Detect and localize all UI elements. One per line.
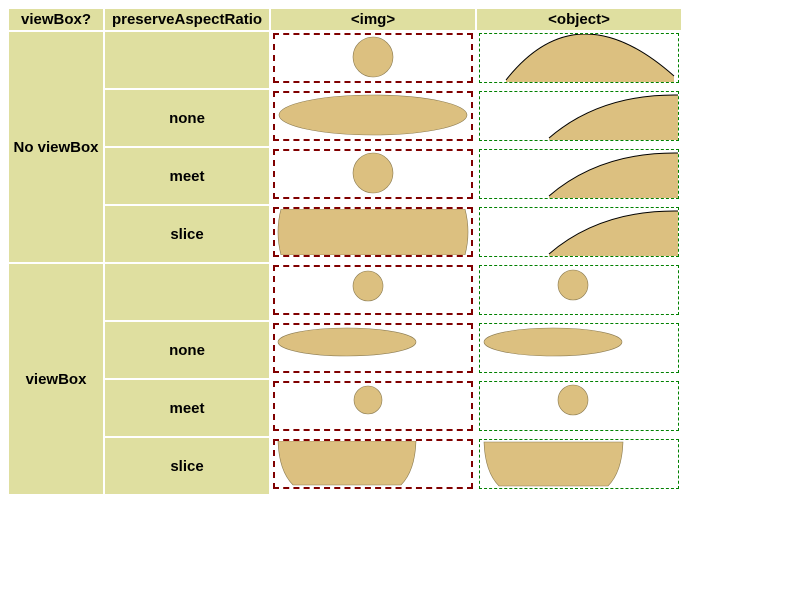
object-cell [477,204,681,262]
shape-circle [557,269,589,301]
img-frame [273,265,473,315]
shape-arc-outline [548,94,678,139]
img-render [277,327,417,357]
shape-sliced-ellipse [483,441,624,487]
shape-arc-outline [548,152,678,197]
img-cell [271,88,475,146]
shape-arc [549,152,678,198]
object-render [483,327,623,357]
img-frame [273,207,473,257]
shape-circle [352,152,394,194]
object-frame [479,323,679,373]
img-render [352,36,394,78]
shape-arc [549,210,678,256]
shape-circle [352,36,394,78]
object-frame [479,149,679,199]
img-frame [273,381,473,431]
img-render [277,441,417,486]
header-img: <img> [271,9,475,30]
par-label-meet: meet [105,146,269,204]
object-frame [479,33,679,83]
object-render [557,269,589,301]
object-render [505,34,675,82]
header-viewbox: viewBox? [9,9,103,30]
img-cell [271,262,475,320]
object-render [548,210,678,256]
object-frame [479,381,679,431]
shape-arc [506,34,674,82]
object-frame [479,439,679,489]
shape-arc-outline [548,210,678,255]
img-frame [273,149,473,199]
par-label-default [105,30,269,88]
img-cell [271,30,475,88]
img-frame [273,439,473,489]
img-render [352,152,394,194]
object-frame [479,265,679,315]
shape-sliced-ellipse [277,209,469,255]
object-cell [477,320,681,378]
img-frame [273,33,473,83]
img-frame [273,323,473,373]
shape-ellipse [278,94,468,136]
header-preserve-aspect-ratio: preserveAspectRatio [105,9,269,30]
img-frame [273,91,473,141]
par-label-default [105,262,269,320]
img-render [353,385,383,415]
par-label-none: none [105,320,269,378]
group-no-viewbox: No viewBox [9,30,103,262]
object-frame [479,91,679,141]
par-label-meet: meet [105,378,269,436]
object-render [548,152,678,198]
shape-arc [549,94,678,140]
img-cell [271,204,475,262]
shape-circle [557,384,589,416]
shape-sliced-ellipse [277,441,417,486]
object-frame [479,207,679,257]
img-render [352,270,384,302]
object-cell [477,88,681,146]
object-cell [477,146,681,204]
object-cell [477,378,681,436]
object-cell [477,262,681,320]
header-object: <object> [477,9,681,30]
object-render [483,441,624,487]
group-viewbox: viewBox [9,262,103,494]
shape-circle [353,385,383,415]
object-cell [477,30,681,88]
par-label-slice: slice [105,436,269,494]
img-cell [271,146,475,204]
img-cell [271,436,475,494]
preserve-aspect-ratio-table: viewBox? preserveAspectRatio <img> <obje… [9,9,681,494]
img-cell [271,320,475,378]
img-render [278,94,468,136]
img-render [277,209,469,255]
shape-ellipse [483,327,623,357]
object-cell [477,436,681,494]
img-cell [271,378,475,436]
object-render [548,94,678,140]
shape-arc-outline [505,34,675,81]
shape-ellipse [277,327,417,357]
object-render [557,384,589,416]
par-label-slice: slice [105,204,269,262]
par-label-none: none [105,88,269,146]
shape-circle [352,270,384,302]
